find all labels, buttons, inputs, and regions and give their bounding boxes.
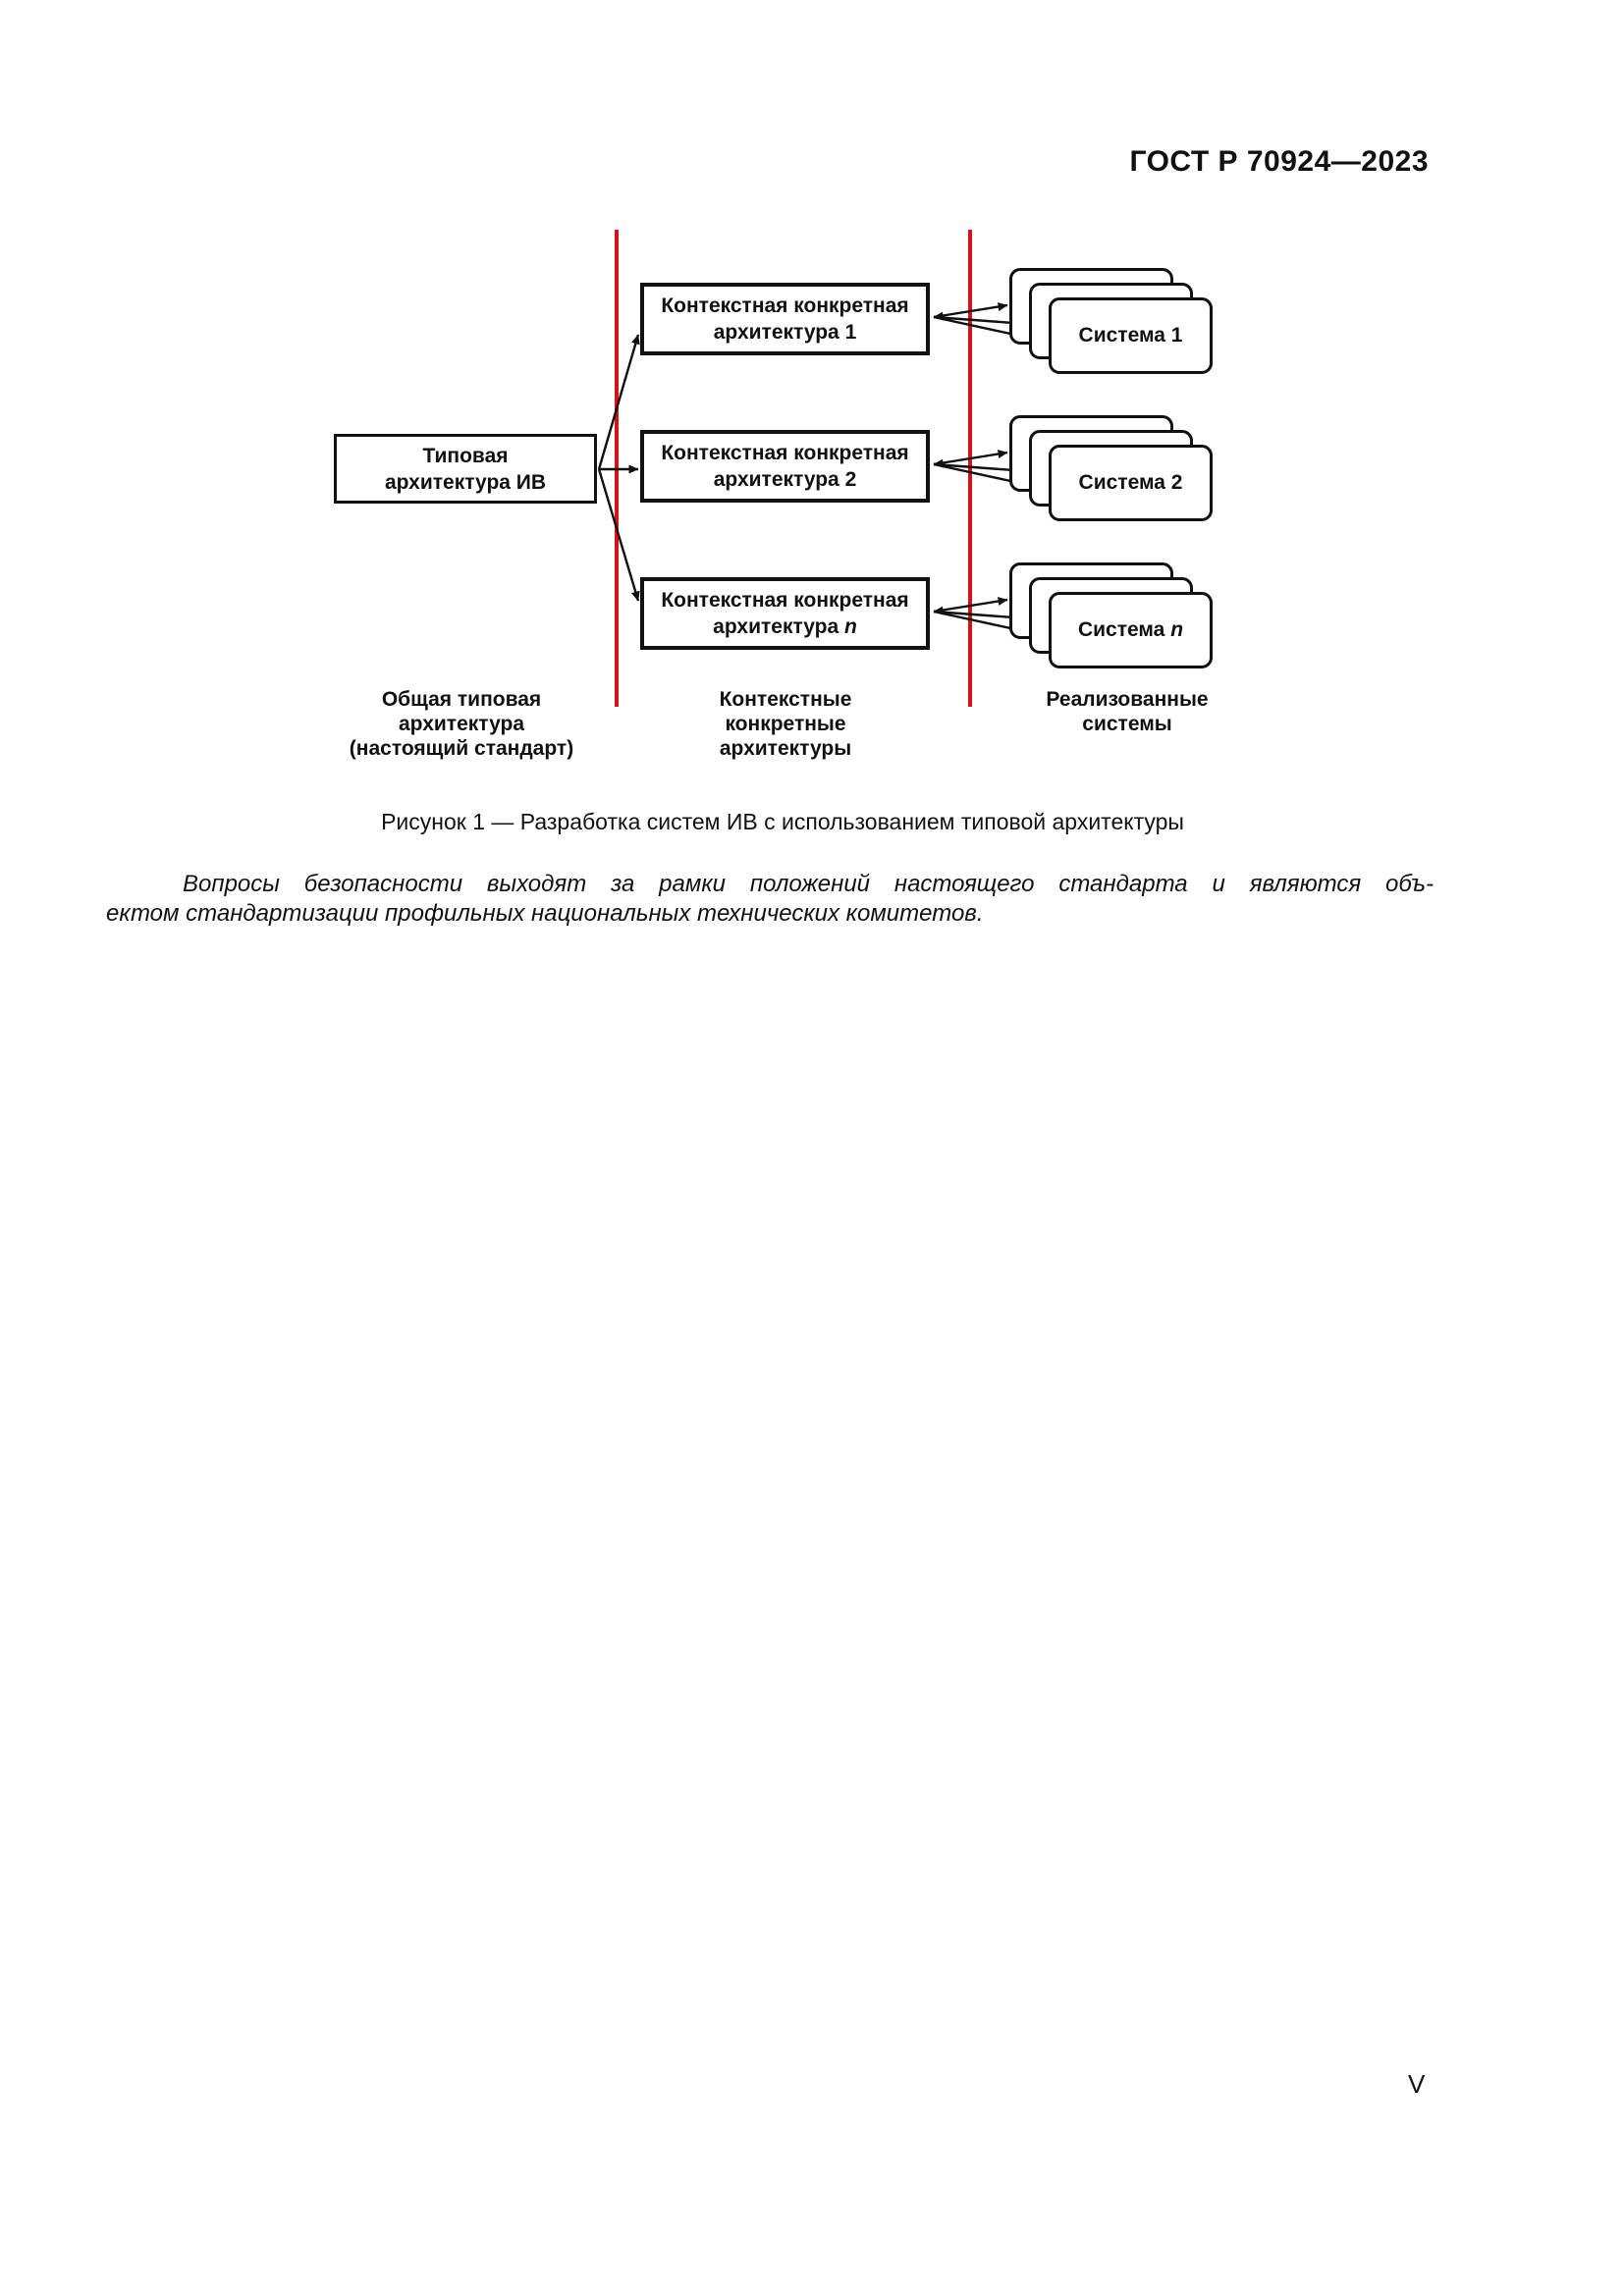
system-stack-2: Система 2	[1009, 415, 1216, 523]
system-1-label: Система 1	[1078, 324, 1183, 347]
system-1-card-front: Система 1	[1049, 297, 1213, 374]
zone-label-general-typical-architecture: Общая типовая архитектура (настоящий ста…	[349, 688, 574, 760]
system-n-label: Система n	[1077, 618, 1184, 641]
arrow-context-3-back	[933, 597, 1008, 614]
context-box-n-line1: Контекстная конкретная	[661, 589, 909, 612]
context-box-2-line2: архитектура 2	[713, 468, 857, 491]
context-architecture-box-n: Контекстная конкретная архитектура n	[640, 577, 930, 650]
typical-architecture-line2: архитектура ИВ	[384, 470, 547, 494]
zone-label-realized-systems: Реализованные системы	[1046, 688, 1209, 735]
arrow-context-2-back	[933, 450, 1008, 466]
paragraph-line-1: Вопросы безопасности выходят за рамки по…	[183, 871, 1434, 897]
arrow-context-1-back	[933, 302, 1008, 319]
page-number: V	[1408, 2069, 1426, 2099]
context-box-1-line1: Контекстная конкретная	[661, 294, 909, 317]
arrow-systems-to-context-1	[933, 311, 946, 321]
security-note-paragraph: Вопросы безопасности выходят за рамки по…	[106, 870, 1434, 929]
context-box-n-line2: архитектура n	[713, 615, 857, 638]
system-stack-n: Система n	[1009, 562, 1216, 670]
arrow-systems-to-context-2	[933, 458, 946, 468]
typical-architecture-box: Типовая архитектура ИВ	[334, 434, 597, 504]
paragraph-line-2: ектом стандартизации профильных национал…	[106, 900, 984, 927]
system-2-card-front: Система 2	[1049, 445, 1213, 521]
system-2-label: Система 2	[1078, 471, 1183, 494]
system-stack-1: Система 1	[1009, 268, 1216, 376]
context-box-2-line1: Контекстная конкретная	[661, 442, 909, 464]
zone-label-context-architectures: Контекстные конкретные архитектуры	[719, 688, 852, 760]
arrow-typical-to-context-3	[597, 468, 640, 602]
arrow-typical-to-context-1	[597, 334, 640, 470]
system-n-card-front: Система n	[1049, 592, 1213, 668]
context-box-1-line2: архитектура 1	[713, 321, 857, 344]
context-architecture-box-1: Контекстная конкретная архитектура 1	[640, 283, 930, 355]
standard-code-header: ГОСТ Р 70924—2023	[1129, 145, 1429, 178]
figure-caption: Рисунок 1 — Разработка систем ИВ с испол…	[381, 809, 1184, 834]
context-architecture-box-2: Контекстная конкретная архитектура 2	[640, 430, 930, 503]
arrow-systems-to-context-3	[933, 606, 946, 615]
typical-architecture-line1: Типовая	[422, 444, 509, 467]
